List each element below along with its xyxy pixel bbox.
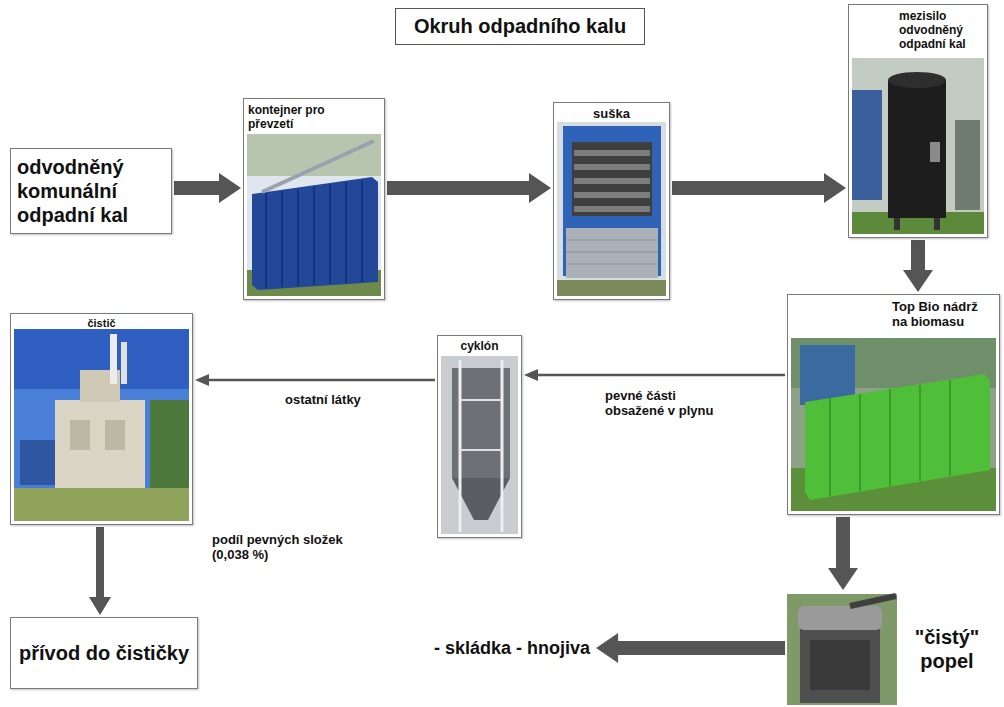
node-label: přívod do čističky [19, 641, 189, 665]
photo-box: suška [553, 102, 670, 300]
node-label: Top Bio nádrž na biomasu [892, 299, 992, 329]
flow-arrow [174, 173, 241, 203]
silo-photo-part [852, 90, 882, 200]
cyclone-photo-part [460, 449, 502, 451]
container-photo-part [247, 134, 381, 296]
node-label: "čistý" popel [897, 625, 997, 673]
biomass-tank-photo-part [889, 389, 891, 486]
container-photo-part [345, 182, 347, 283]
container-photo-part [262, 141, 374, 192]
photo-box: Top Bio nádrž na biomasu [787, 294, 1000, 515]
flow-arrow [828, 517, 858, 590]
scrubber-photo [14, 329, 189, 521]
container-photo-part [297, 189, 299, 286]
dryer-photo-part [566, 264, 658, 265]
biomass-tank-photo-part [791, 338, 996, 511]
photo-box: cyklón [437, 335, 522, 538]
scrubber-photo-part [70, 420, 90, 450]
container-photo-part [313, 186, 315, 285]
edge-label: ostatní látky [285, 392, 395, 407]
silo-photo [852, 58, 984, 234]
node-label: - skládka - hnojiva [434, 637, 590, 659]
node-label: mezisilo odvodněný odpadní kal [899, 9, 981, 51]
silo-photo-part [894, 218, 900, 230]
flow-arrow [387, 173, 551, 203]
biomass-tank-photo [791, 338, 996, 511]
biomass-tank-photo-part [919, 385, 921, 481]
container-photo [247, 134, 381, 296]
flow-arrow [89, 527, 111, 615]
container-photo-part [252, 177, 378, 290]
dryer-photo-part [566, 240, 658, 241]
scrubber-photo-part [105, 420, 125, 450]
container-photo-part [281, 191, 283, 287]
output-box: přívod do čističky [10, 617, 198, 689]
cyclone-photo-part [501, 360, 504, 532]
flow-arrow [903, 240, 933, 292]
cyclone-photo-part [441, 356, 518, 534]
biomass-tank-photo-part [949, 380, 951, 476]
node-label: čistič [14, 317, 189, 330]
node-label: suška [557, 106, 666, 121]
dryer-photo-part [557, 122, 666, 296]
ash-photo [787, 594, 897, 705]
silo-photo-part [888, 72, 946, 88]
edge-label: pevné části obsažené v plynu [605, 388, 725, 418]
biomass-tank-photo-part [859, 394, 861, 491]
scrubber-photo-part [20, 440, 60, 485]
input-box: odvodněný komunální odpadní kal [10, 148, 172, 234]
cyclone-photo [441, 356, 518, 534]
dryer-photo-part [574, 192, 650, 198]
biomass-tank-photo-part [805, 374, 990, 500]
destination-text: - skládka - hnojiva [430, 637, 594, 659]
scrubber-photo-part [150, 400, 189, 490]
photo-box: mezisilo odvodněný odpadní kal [848, 4, 988, 238]
dryer-photo-part [574, 178, 650, 184]
node-label: cyklón [441, 339, 518, 353]
dryer-photo-part [574, 206, 650, 212]
node-label: odvodněný komunální odpadní kal [17, 155, 165, 227]
ash-node: "čistý" popel [787, 592, 1000, 705]
edge-label: podíl pevných složek (0,038 %) [212, 532, 377, 562]
silo-photo-part [934, 218, 940, 230]
node-label: kontejner pro převzetí [248, 103, 358, 131]
dryer-photo-part [566, 252, 658, 253]
silo-photo-part [852, 58, 984, 234]
scrubber-photo-part [14, 329, 189, 521]
silo-photo-part [888, 80, 946, 218]
dryer-photo [557, 122, 666, 296]
flow-arrow [524, 369, 785, 381]
diagram-title: Okruh odpadního kalu [395, 8, 645, 45]
flow-arrow [596, 633, 785, 663]
cyclone-photo-part [460, 399, 502, 401]
silo-photo-part [930, 142, 940, 162]
dryer-photo-part [574, 164, 650, 170]
container-photo-part [329, 184, 331, 284]
silo-photo-part [955, 120, 980, 210]
cyclone-photo-part [459, 360, 462, 532]
ash-photo-part [798, 606, 882, 630]
dryer-photo-part [566, 228, 658, 278]
dryer-photo-part [572, 142, 652, 216]
biomass-tank-photo-part [829, 398, 831, 496]
scrubber-photo-part [14, 488, 189, 521]
flow-arrow [672, 173, 846, 203]
ash-photo-part [850, 596, 896, 606]
flow-arrow [195, 374, 435, 386]
scrubber-photo-part [55, 400, 145, 490]
photo-box: kontejner pro převzetí [243, 98, 385, 300]
container-photo-part [265, 193, 267, 288]
scrubber-photo-part [110, 334, 117, 384]
photo-box: čistič [10, 313, 193, 525]
scrubber-photo-part [121, 342, 127, 384]
dryer-photo-part [574, 150, 650, 156]
ash-photo-part [787, 594, 897, 705]
container-photo-part [361, 180, 363, 282]
ash-photo-part [810, 640, 870, 690]
dryer-photo-part [557, 280, 666, 296]
